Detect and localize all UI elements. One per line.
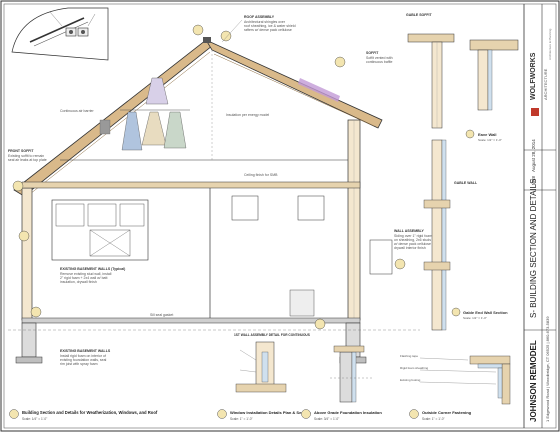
closet-clothing [99, 77, 190, 151]
note-insulation: Insulation per energy model [226, 113, 269, 117]
gable-detail-title: Gable End Wall Section [463, 310, 508, 315]
svg-text:Siding over 1" rigid foam: Siding over 1" rigid foam [394, 234, 432, 238]
note-gable-soffit: GABLE SOFFIT [406, 13, 433, 17]
project-address: 1 Edgewood Road | Woodbridge, CT 06525 |… [545, 316, 550, 422]
foundation-detail-scale: Scale: 3/4" = 1'-0" [314, 417, 339, 421]
corner-detail-title: Outside Corner Fastening [422, 410, 472, 415]
building-section [8, 24, 420, 364]
main-section-scale: Scale: 1/4" = 1'-0" [22, 417, 47, 421]
vent-baffle-highlight [298, 78, 340, 102]
note-air-barrier: Continuous air barrier [60, 109, 94, 113]
note-ceiling: Ceiling finish for SMB [244, 173, 278, 177]
note-wall-assembly: WALL ASSEMBLY [394, 229, 424, 233]
roof-vent-inset [11, 7, 109, 61]
foundation-detail-title: Above Grade Foundation Insulation [314, 410, 382, 415]
note-sill: Sill seal gasket [150, 313, 173, 317]
bottom-details: 1ST WALL ASSEMBLY DETAIL FOR CONTINUOUS … [234, 333, 511, 405]
note-existing-basement-walls: EXISTING BASEMENT WALLS [60, 349, 111, 353]
svg-text:Remove existing stud wall, ins: Remove existing stud wall, install [60, 272, 112, 276]
firm-name: WOLFWORKS [530, 52, 537, 100]
gable-eave-details: GABLE SOFFIT Eave Wall Scale: 1/2" = 1'-… [406, 13, 519, 331]
main-section-title: Building Section and Details for Weather… [22, 410, 158, 415]
eave-detail-scale: Scale: 1/2" = 1'-0" [478, 138, 502, 142]
footing-left [15, 356, 43, 364]
svg-text:Existing soffit to remain: Existing soffit to remain [8, 154, 44, 158]
svg-text:roof sheathing, ice & water sh: roof sheathing, ice & water shield [244, 24, 296, 28]
note-footing: Existing footing [400, 378, 421, 382]
svg-text:2" rigid foam + 2x4 wall w/ ba: 2" rigid foam + 2x4 wall w/ batt [60, 276, 107, 280]
svg-text:drywall interior finish: drywall interior finish [394, 246, 426, 250]
svg-text:existing foundation walls, sea: existing foundation walls, seal [60, 358, 107, 362]
gable-detail-scale: Scale: 1/2" = 1'-0" [463, 316, 487, 320]
project-name: JOHNSON REMODEL [529, 340, 538, 422]
note-window-replacement: 1ST WALL ASSEMBLY DETAIL FOR CONTINUOUS [234, 333, 310, 337]
note-soffit: SOFFIT [366, 51, 379, 55]
svg-text:Install rigid foam on interior: Install rigid foam on interior of [60, 354, 106, 358]
note-gable-wall: GABLE WALL [454, 181, 478, 185]
foundation-wall-left [21, 322, 37, 358]
note-front-soffit: FRONT SOFFIT [8, 149, 34, 153]
svg-text:rafters w/ dense pack cellulos: rafters w/ dense pack cellulose [244, 28, 292, 32]
sheet-title: S- BUILDING SECTION AND DETAILS [529, 179, 538, 318]
svg-text:seal air leaks at top plate: seal air leaks at top plate [8, 158, 47, 162]
title-block: WOLFWORKS ARCHITECTURE Architecture & Pl… [523, 4, 556, 428]
wall-left-exterior [21, 187, 33, 321]
view-titles: Building Section and Details for Weather… [9, 409, 472, 421]
issue-label: MT8 [531, 176, 536, 185]
note-roof-assembly: ROOF ASSEMBLY [244, 15, 275, 19]
svg-text:rim joist with spray foam: rim joist with spray foam [60, 362, 98, 366]
svg-text:Architectural shingles over: Architectural shingles over [244, 20, 286, 24]
firm-logo [531, 108, 539, 116]
interior-window-wall [51, 199, 149, 261]
window-detail-title: Window Installation Details Plan & Secti… [230, 410, 311, 415]
svg-text:insulation, drywall finish: insulation, drywall finish [60, 280, 97, 284]
svg-text:on sheathing, 2x6 studs: on sheathing, 2x6 studs [394, 238, 431, 242]
svg-text:w/ dense pack cellulose: w/ dense pack cellulose [394, 242, 431, 246]
svg-text:Soffit vented with: Soffit vented with [366, 56, 393, 60]
first-floor-slab [21, 317, 361, 324]
svg-text:continuous baffle: continuous baffle [366, 60, 392, 64]
floor-framing-2nd [21, 181, 361, 189]
note-sheathing: Rigid foam sheathing [400, 366, 429, 370]
window-detail-scale: Scale: 1" = 1'-0" [230, 417, 253, 421]
issue-date: August 28, 2014 [531, 139, 536, 172]
eave-detail-title: Eave Wall [478, 132, 497, 137]
note-existing-basement: EXISTING BASEMENT WALLS (Typical) [60, 267, 125, 271]
note-flashing: Flashing tape [400, 354, 418, 358]
firm-sub: ARCHITECTURE [543, 68, 548, 100]
section-annotations: ROOF ASSEMBLY Architectural shingles ove… [8, 15, 432, 366]
firm-address-lines: Architecture & Planning [548, 28, 552, 60]
corner-detail-scale: Scale: 1" = 1'-0" [422, 417, 445, 421]
